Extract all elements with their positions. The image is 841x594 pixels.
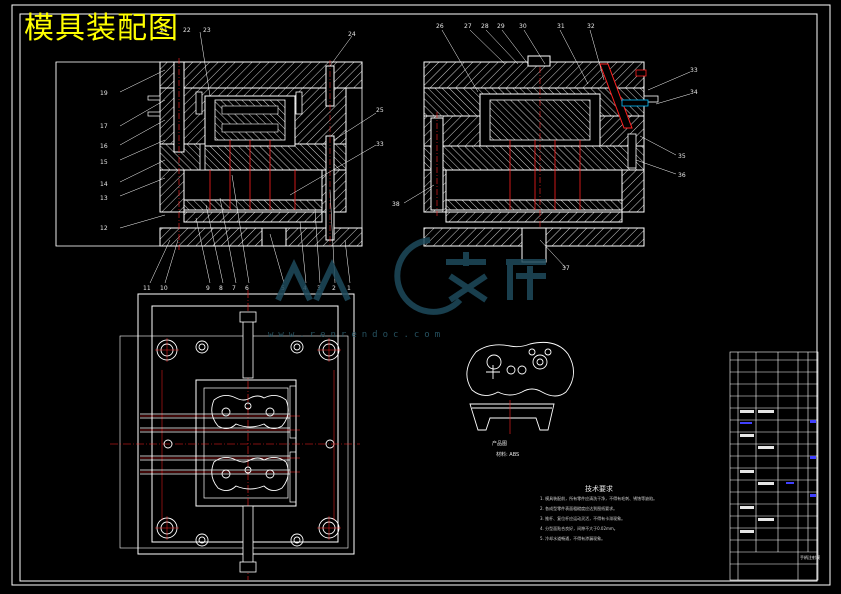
tech-requirement-line: 3. 推杆、复位杆应运动灵活，不得有卡滞现象。 <box>540 516 626 521</box>
sheet-border <box>11 4 831 586</box>
svg-text:37: 37 <box>562 265 570 272</box>
svg-text:1: 1 <box>347 285 351 292</box>
title-block <box>729 351 819 581</box>
svg-text:10: 10 <box>160 285 168 292</box>
svg-text:6: 6 <box>245 285 249 292</box>
side-callout-numbers: 26 27 28 29 30 31 32 33 34 35 36 38 37 <box>392 23 698 272</box>
svg-text:27: 27 <box>464 23 472 30</box>
svg-text:14: 14 <box>100 181 108 188</box>
svg-text:24: 24 <box>348 31 356 38</box>
svg-text:35: 35 <box>678 153 686 160</box>
side-section-view <box>423 55 659 263</box>
title-block-accents <box>740 420 816 497</box>
svg-text:17: 17 <box>100 123 108 130</box>
svg-text:28: 28 <box>481 23 489 30</box>
tech-requirement-line: 5. 冷却水道畅通，不得有渗漏现象。 <box>540 536 606 541</box>
svg-text:16: 16 <box>100 143 108 150</box>
svg-text:30: 30 <box>519 23 527 30</box>
svg-text:33: 33 <box>376 141 384 148</box>
side-callouts <box>403 29 691 269</box>
svg-text:15: 15 <box>100 159 108 166</box>
title-block-marks <box>740 410 774 533</box>
watermark-logo <box>275 237 546 315</box>
svg-text:11: 11 <box>143 285 151 292</box>
svg-text:31: 31 <box>557 23 565 30</box>
svg-text:33: 33 <box>690 67 698 74</box>
svg-text:13: 13 <box>100 195 108 202</box>
svg-text:21: 21 <box>160 27 168 34</box>
product-view-label: 产品图 <box>492 441 508 447</box>
svg-text:12: 12 <box>100 225 108 232</box>
svg-text:25: 25 <box>376 107 384 114</box>
svg-text:2: 2 <box>332 285 336 292</box>
title-block-name: 手柄注射模 <box>800 555 820 560</box>
svg-text:7: 7 <box>232 285 236 292</box>
svg-text:26: 26 <box>436 23 444 30</box>
front-section-view <box>55 58 363 250</box>
svg-text:32: 32 <box>587 23 595 30</box>
svg-text:22: 22 <box>183 27 191 34</box>
svg-text:29: 29 <box>497 23 505 30</box>
front-callouts <box>119 31 377 284</box>
svg-text:8: 8 <box>219 285 223 292</box>
tech-requirement-line: 1. 模具装配前，所有零件应清洗干净，不得有毛刺、锈蚀等缺陷。 <box>540 496 658 501</box>
tech-requirement-line: 4. 分型面贴合良好，间隙不大于0.02mm。 <box>540 526 618 531</box>
svg-text:23: 23 <box>203 27 211 34</box>
svg-text:38: 38 <box>392 201 400 208</box>
drawing-title: 模具装配图 <box>24 11 179 46</box>
plan-view <box>110 290 360 580</box>
watermark-url: www.renrendoc.com <box>268 330 446 340</box>
product-drawing <box>466 341 574 431</box>
svg-text:36: 36 <box>678 172 686 179</box>
tech-requirement-line: 2. 各成型零件表面粗糙度应达到图纸要求。 <box>540 506 618 511</box>
svg-text:9: 9 <box>206 285 210 292</box>
product-material: 材料: ABS <box>496 452 520 458</box>
svg-text:19: 19 <box>100 90 108 97</box>
tech-requirements-title: 技术要求 <box>585 485 613 493</box>
svg-text:34: 34 <box>690 89 698 96</box>
